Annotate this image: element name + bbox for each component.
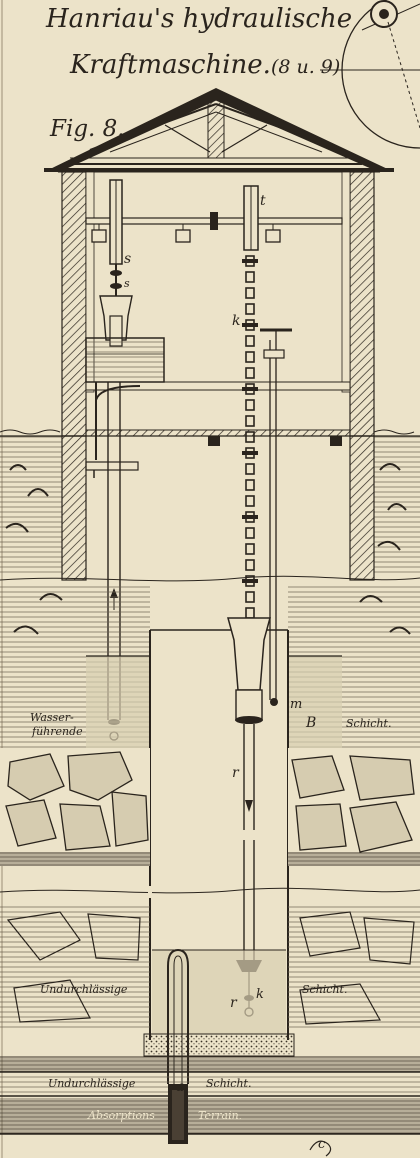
stratum-schicht-bottom: Schicht. <box>206 1077 252 1090</box>
chain-link <box>245 335 255 347</box>
chain-link <box>245 607 255 619</box>
label-k-upper: k <box>232 313 241 329</box>
stratum-schicht-mid: Schicht. <box>302 983 348 996</box>
balance-beam <box>85 212 343 243</box>
chain-link <box>245 415 255 427</box>
label-a: a <box>176 1079 185 1095</box>
chain-stop <box>242 323 258 327</box>
chain-link <box>245 559 255 571</box>
stratum-terrain: Terrain. <box>198 1109 243 1122</box>
chain-link <box>245 591 255 603</box>
central-shaft <box>149 617 289 1040</box>
title-line-1: Hanriau's hydraulische <box>46 4 353 34</box>
impermeable-layer <box>0 904 420 1030</box>
bottom-strata <box>0 1056 420 1144</box>
chain-stop <box>242 259 258 263</box>
siphon-tube <box>167 948 189 1084</box>
label-s-lower: s <box>124 277 130 290</box>
water-bearing-layer <box>0 586 420 748</box>
stratum-wasser-2: führende <box>32 725 83 738</box>
chain-link <box>245 431 255 443</box>
central-chain <box>243 185 259 251</box>
roof <box>44 88 394 173</box>
label-r: r <box>232 765 239 781</box>
chain-link <box>245 495 255 507</box>
left-pulley-rod <box>109 179 123 296</box>
chain-link <box>245 399 255 411</box>
corner-mark <box>309 1140 332 1157</box>
stratum-undurchl-bottom: Undurchlässige <box>48 1077 136 1090</box>
label-t: t <box>260 193 266 209</box>
title-line-2-text: Kraftmaschine. <box>70 50 271 80</box>
upper-soil <box>0 429 420 581</box>
title-line-2: Kraftmaschine.(8 u. 9) <box>70 52 340 78</box>
chain-stop <box>242 387 258 391</box>
stratum-wasser-1: Wasser- <box>30 711 74 724</box>
gravel-bed <box>143 1033 295 1057</box>
figure-label: Fig. 8. <box>50 116 125 142</box>
stratum-undurchl-left: Undurchlässige <box>40 983 128 996</box>
chain-link <box>245 287 255 299</box>
stratum-schicht-upper: Schicht. <box>346 717 392 730</box>
chain-link <box>245 543 255 555</box>
chain-link <box>245 271 255 283</box>
stratum-absorptions: Absorptions <box>88 1109 155 1122</box>
chain-stop <box>242 451 258 455</box>
chain-link <box>245 367 255 379</box>
label-B: B <box>306 715 317 731</box>
label-s-upper: s <box>124 251 132 267</box>
chain-stop <box>242 515 258 519</box>
chain-link <box>245 527 255 539</box>
control-rod <box>260 328 292 706</box>
title-reference: (8 u. 9) <box>270 56 341 78</box>
chain-stop <box>242 579 258 583</box>
chain-link <box>245 303 255 315</box>
upper-cistern <box>85 295 165 478</box>
adjacent-figure-fragment <box>320 0 420 149</box>
pumphouse-walls <box>61 171 375 446</box>
chain-link <box>245 351 255 363</box>
label-m: m <box>290 697 303 712</box>
label-c: c <box>318 1137 326 1152</box>
label-k-lower: k <box>256 987 264 1002</box>
chain-link <box>245 463 255 475</box>
label-r-lower: r <box>230 995 237 1011</box>
chain-link <box>245 479 255 491</box>
rock-strata <box>0 748 420 866</box>
